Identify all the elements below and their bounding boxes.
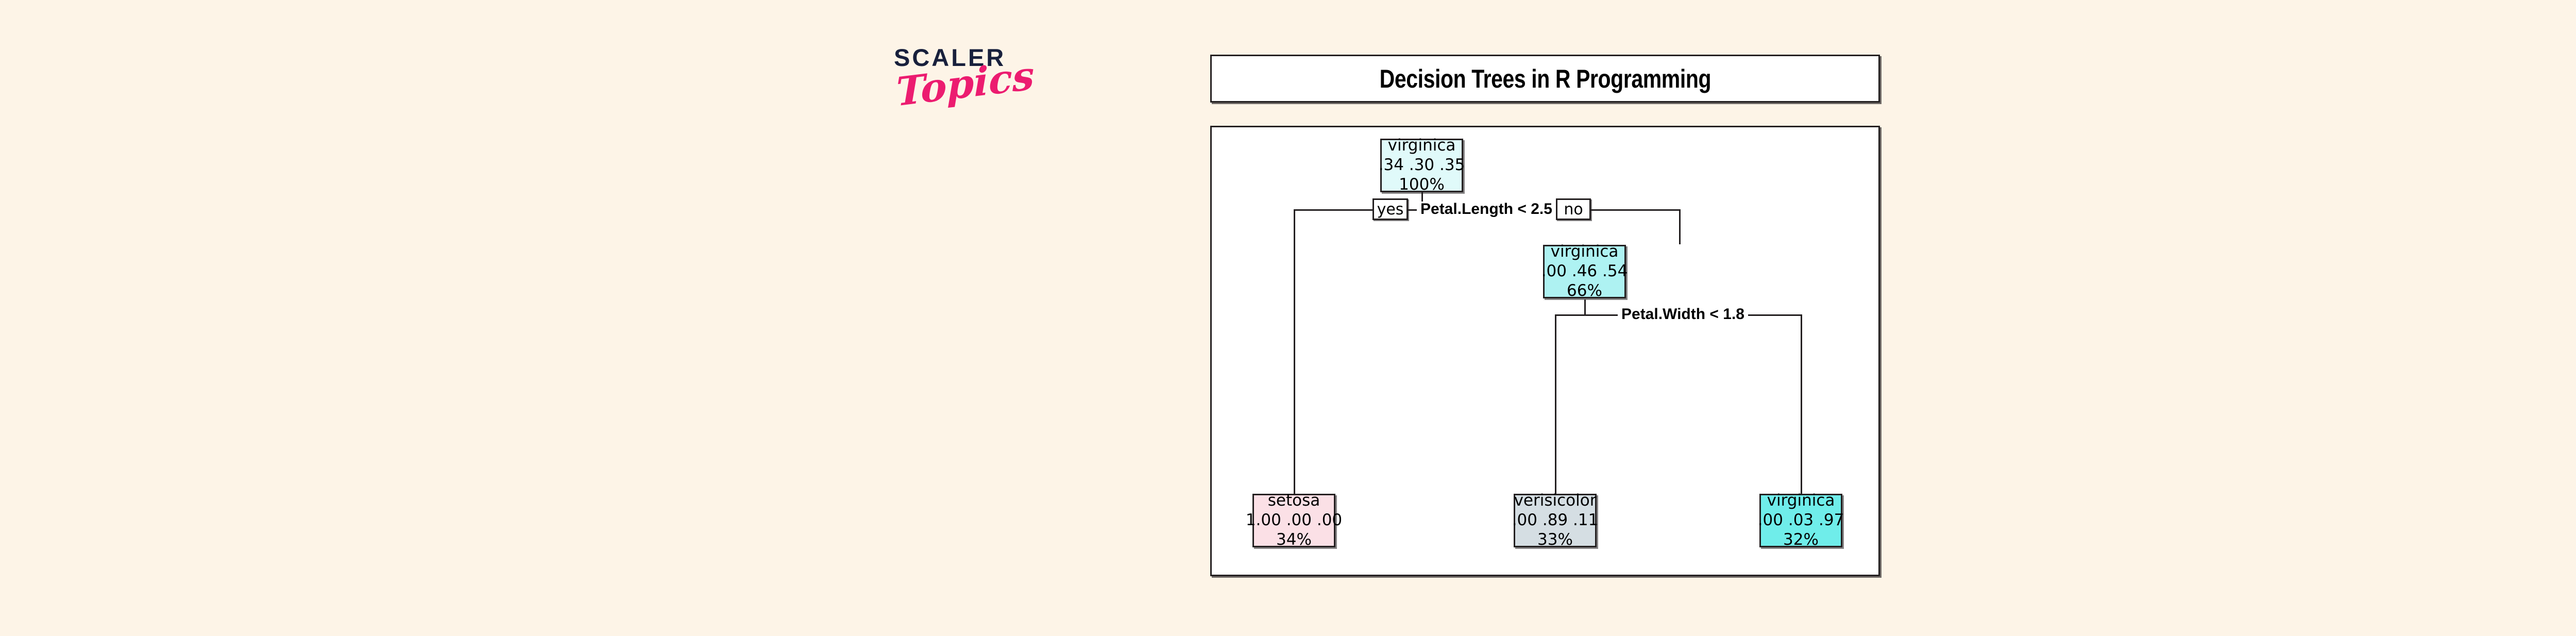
decision-tree-plot-panel: virginica .34 .30 .35 100% yes Petal.Len… <box>1210 126 1880 576</box>
split-no-label: no <box>1564 200 1583 219</box>
node-class-label: virginica <box>1387 136 1456 155</box>
node-probabilities: 1.00 .00 .00 <box>1245 511 1343 530</box>
edge-split1-left-arm <box>1294 209 1423 211</box>
split-yes-label: yes <box>1377 200 1404 219</box>
tree-node-right-branch[interactable]: virginica .00 .46 .54 66% <box>1541 242 1628 300</box>
node-probabilities: .00 .46 .54 <box>1541 262 1628 281</box>
edge-split2-left-drop <box>1555 314 1556 494</box>
split-condition-petal-width: Petal.Width < 1.8 <box>1618 307 1748 322</box>
node-probabilities: .00 .89 .11 <box>1512 511 1599 530</box>
node-percentage: 32% <box>1783 530 1819 549</box>
edge-split2-right-drop <box>1801 314 1802 494</box>
split-condition-petal-length: Petal.Length < 2.5 <box>1417 202 1556 217</box>
tree-leaf-setosa[interactable]: setosa 1.00 .00 .00 34% <box>1246 491 1342 549</box>
tree-leaf-verisicolor[interactable]: verisicolor .00 .89 .11 33% <box>1512 491 1599 549</box>
node-class-label: setosa <box>1267 491 1320 510</box>
scaler-topics-logo: SCALER Topics <box>894 44 1035 130</box>
page-title: Decision Trees in R Programming <box>1379 64 1711 93</box>
tree-canvas: virginica .34 .30 .35 100% yes Petal.Len… <box>1212 127 1878 575</box>
split-yes-box[interactable]: yes <box>1372 198 1408 220</box>
node-class-label: virginica <box>1767 491 1835 510</box>
node-probabilities: .34 .30 .35 <box>1378 156 1465 175</box>
node-percentage: 100% <box>1399 175 1445 194</box>
edge-split1-left-drop <box>1294 209 1295 494</box>
node-class-label: verisicolor <box>1514 491 1597 510</box>
tree-leaf-virginica[interactable]: virginica .00 .03 .97 32% <box>1757 491 1844 549</box>
edge-node2-stem <box>1584 299 1586 315</box>
node-probabilities: .00 .03 .97 <box>1757 511 1844 530</box>
node-percentage: 33% <box>1537 530 1573 549</box>
logo-brand-text: SCALER <box>894 44 1006 71</box>
node-class-label: virginica <box>1550 242 1619 261</box>
edge-root-stem <box>1421 192 1423 210</box>
tree-node-root[interactable]: virginica .34 .30 .35 100% <box>1378 136 1465 194</box>
node-percentage: 34% <box>1276 530 1312 549</box>
split-no-box[interactable]: no <box>1556 198 1591 220</box>
title-panel: Decision Trees in R Programming <box>1210 55 1880 103</box>
node-percentage: 66% <box>1567 281 1602 300</box>
edge-split1-right-drop <box>1679 209 1681 244</box>
